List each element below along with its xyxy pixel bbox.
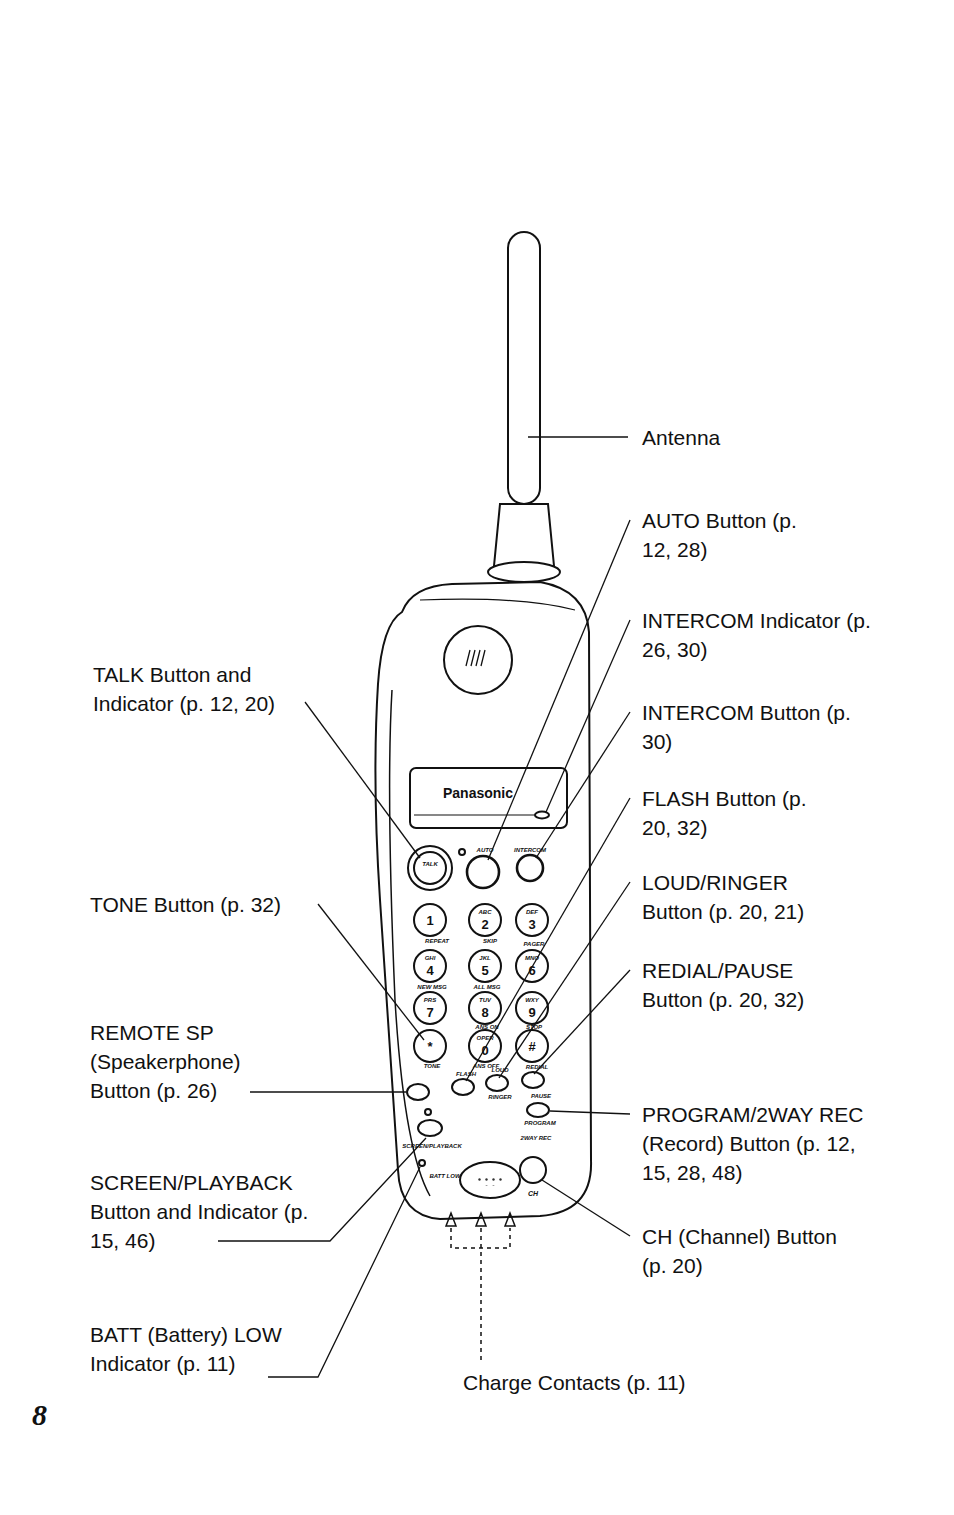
key-letters: DEF xyxy=(526,909,538,915)
button-label: REPEAT xyxy=(425,938,449,944)
button-label: RINGER xyxy=(488,1094,511,1100)
button-label: ANS ON xyxy=(475,1024,498,1030)
callout-label: AUTO Button (p. 12, 28) xyxy=(642,506,812,564)
callout-label: LOUD/RINGER Button (p. 20, 21) xyxy=(642,868,847,926)
button-label: TONE xyxy=(424,1063,441,1069)
button-label: INTERCOM xyxy=(514,847,546,853)
key-letters: ABC xyxy=(479,909,492,915)
key-button xyxy=(414,950,446,982)
key-number: 4 xyxy=(426,964,433,977)
key-letters: MNO xyxy=(525,955,539,961)
key-number: 2 xyxy=(481,918,488,931)
key-number: 8 xyxy=(481,1006,488,1019)
key-number: 3 xyxy=(528,918,535,931)
button-label: PAGER xyxy=(524,941,545,947)
brand-label: Panasonic xyxy=(443,786,513,800)
callout-label: PROGRAM/2WAY REC (Record) Button (p. 12,… xyxy=(642,1100,882,1187)
callout-label: INTERCOM Indicator (p. 26, 30) xyxy=(642,606,877,664)
key-button xyxy=(469,1030,501,1062)
page-number: 8 xyxy=(32,1398,47,1432)
button-label: PAUSE xyxy=(531,1093,551,1099)
callout-label: REDIAL/PAUSE Button (p. 20, 32) xyxy=(642,956,847,1014)
key-letters: PRS xyxy=(424,997,436,1003)
key-number: # xyxy=(528,1040,535,1053)
callout-label: TONE Button (p. 32) xyxy=(90,890,330,919)
button-label: FLASH xyxy=(456,1071,476,1077)
key-letters: JKL xyxy=(479,955,490,961)
callout-label: Antenna xyxy=(642,423,842,452)
callout-label: INTERCOM Button (p. 30) xyxy=(642,698,852,756)
button-label: SCREEN/PLAYBACK xyxy=(402,1143,462,1149)
key-number: 7 xyxy=(426,1006,433,1019)
button-label: SKIP xyxy=(483,938,497,944)
callout-label: FLASH Button (p. 20, 32) xyxy=(642,784,812,842)
callout-label: TALK Button and Indicator (p. 12, 20) xyxy=(93,660,318,718)
key-button xyxy=(516,904,548,936)
key-button xyxy=(516,950,548,982)
button-label: REDIAL xyxy=(526,1064,548,1070)
key-button xyxy=(469,950,501,982)
button-label: 2WAY REC xyxy=(521,1135,552,1141)
button-label: NEW MSG xyxy=(417,984,446,990)
button-label: CH xyxy=(528,1190,538,1197)
key-number: 0 xyxy=(481,1044,488,1057)
key-number: 1 xyxy=(426,914,433,927)
key-button xyxy=(469,904,501,936)
key-letters: TUV xyxy=(479,997,491,1003)
key-button xyxy=(414,992,446,1024)
key-letters: OPER xyxy=(476,1035,493,1041)
button-label: STOP xyxy=(526,1024,542,1030)
button-label: ALL MSG xyxy=(474,984,501,990)
key-number: 5 xyxy=(481,964,488,977)
key-button xyxy=(414,1030,446,1062)
key-letters: GHI xyxy=(425,955,436,961)
key-letters: WXY xyxy=(525,997,539,1003)
callout-label: Charge Contacts (p. 11) xyxy=(463,1368,763,1397)
button-label: LOUD xyxy=(492,1067,509,1073)
callout-label: BATT (Battery) LOW Indicator (p. 11) xyxy=(90,1320,330,1378)
key-number: * xyxy=(427,1040,432,1053)
button-label: PROGRAM xyxy=(524,1120,555,1126)
button-label: TALK xyxy=(422,861,438,867)
key-button xyxy=(414,904,446,936)
key-button xyxy=(469,992,501,1024)
callout-label: REMOTE SP (Speakerphone) Button (p. 26) xyxy=(90,1018,255,1105)
callout-label: CH (Channel) Button (p. 20) xyxy=(642,1222,857,1280)
key-button xyxy=(516,992,548,1024)
button-label: BATT LOW xyxy=(429,1173,460,1179)
button-label: AUTO xyxy=(477,847,494,853)
key-number: 9 xyxy=(528,1006,535,1019)
callout-label: SCREEN/PLAYBACK Button and Indicator (p.… xyxy=(90,1168,340,1255)
key-number: 6 xyxy=(528,964,535,977)
